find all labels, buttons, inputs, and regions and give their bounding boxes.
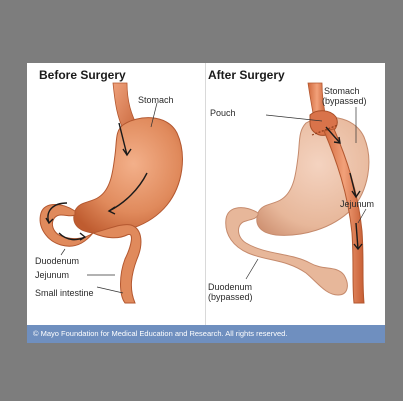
label-duodenum-bypassed-note: (bypassed) <box>208 292 253 302</box>
label-jejunum: Jejunum <box>35 270 69 280</box>
after-surgery-title: After Surgery <box>208 68 285 82</box>
label-duodenum: Duodenum <box>35 256 79 266</box>
label-small-intestine: Small intestine <box>35 288 94 298</box>
label-stomach-bypassed: Stomach <box>324 86 360 96</box>
copyright-credit: © Mayo Foundation for Medical Education … <box>27 325 385 343</box>
label-jejunum: Jejunum <box>340 199 374 209</box>
before-surgery-illustration <box>27 63 206 325</box>
small-intestine <box>93 225 141 303</box>
label-duodenum-bypassed: Duodenum <box>208 282 252 292</box>
stomach <box>74 118 183 234</box>
label-stomach-bypassed-note: (bypassed) <box>322 96 367 106</box>
diagram-card: Before Surgery Stomach Duodenum Jejunum … <box>27 63 385 343</box>
before-surgery-title: Before Surgery <box>39 68 126 82</box>
before-surgery-panel: Before Surgery Stomach Duodenum Jejunum … <box>27 63 206 325</box>
after-surgery-panel: After Surgery Pouch Stomach (bypassed) J… <box>206 63 385 325</box>
label-stomach: Stomach <box>138 95 174 105</box>
label-pouch: Pouch <box>210 108 236 118</box>
